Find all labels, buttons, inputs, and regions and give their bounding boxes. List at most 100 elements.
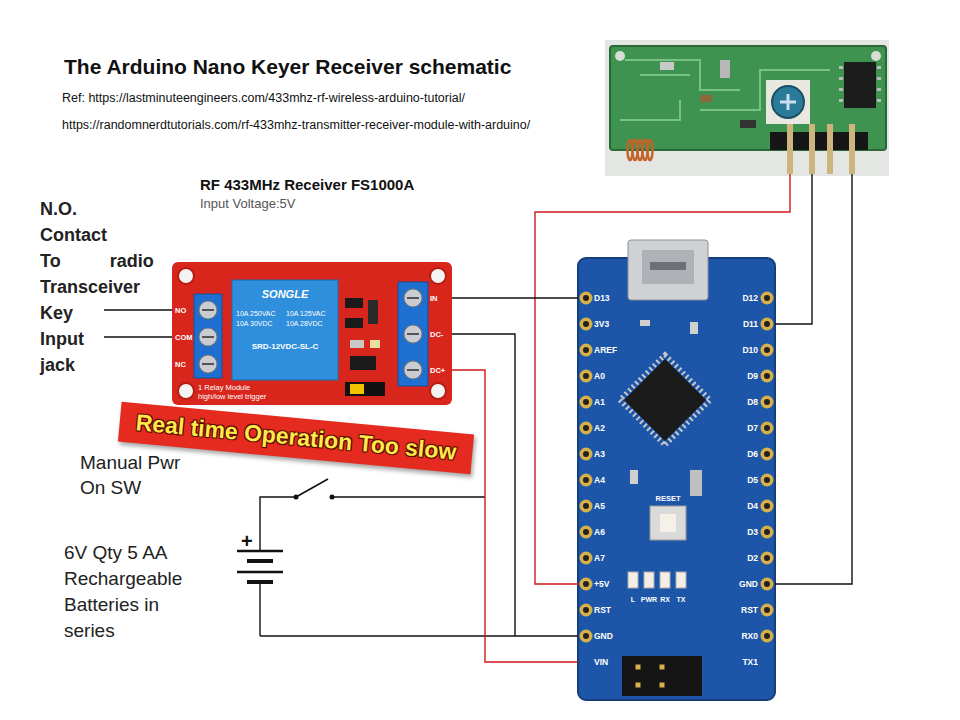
arduino-nano-art <box>578 240 775 700</box>
arduino-nano-art <box>583 298 589 662</box>
hookup-wires <box>104 174 852 636</box>
rf-receiver-module <box>610 46 886 150</box>
rf-receiver-module <box>827 124 833 174</box>
hookup-wires <box>775 174 812 324</box>
antenna-coil <box>648 140 653 160</box>
relay-module-art <box>194 294 222 378</box>
rf-receiver-module <box>740 120 756 128</box>
rf-receiver-module <box>772 86 804 118</box>
arduino-nano-art <box>660 572 670 588</box>
pin-label: VIN <box>594 657 608 667</box>
pin-label: D10 <box>722 345 758 355</box>
pin-label: D4 <box>722 501 758 511</box>
relay-module-art <box>368 300 378 324</box>
relay-module-art <box>345 298 363 308</box>
power-switch-symbol <box>294 495 299 500</box>
arduino-nano-art <box>640 320 650 326</box>
battery-symbol <box>237 571 283 574</box>
battery-symbol <box>247 580 273 584</box>
arduino-nano-art <box>578 258 775 700</box>
pin-label: D3 <box>722 527 758 537</box>
arduino-nano-art <box>622 656 702 696</box>
pin-label: D5 <box>722 475 758 485</box>
arduino-nano-art <box>628 572 638 588</box>
arduino-nano-board: D133V3AREFA0A1A2A3A4A5A6A7+5VRSTGNDVIND1… <box>578 258 775 700</box>
module-note: Input Voltage:5V <box>200 196 295 212</box>
battery-symbol <box>247 559 273 563</box>
relay-module-art <box>350 356 376 370</box>
connector-line <box>452 370 578 662</box>
contact-note: N.O. Contact To radio Transceiver Key In… <box>40 196 158 378</box>
rf-receiver-module <box>660 62 674 70</box>
module-silkscreen: high/low level trigger <box>198 392 266 401</box>
hookup-wires <box>104 310 172 337</box>
arduino-nano-art <box>638 683 686 688</box>
hookup-wires <box>260 497 485 636</box>
rf-receiver-module <box>809 124 815 174</box>
relay-rating: 10A 28VDC <box>286 320 323 328</box>
microcontroller-chip <box>620 355 711 446</box>
connector-line <box>452 297 578 298</box>
hookup-wires <box>775 174 852 584</box>
hookup-wires <box>535 174 790 584</box>
pin-label: RST <box>722 605 758 615</box>
arduino-nano-art <box>761 298 774 662</box>
rf-receiver-module <box>605 40 889 176</box>
arduino-nano-art <box>650 506 686 540</box>
relay-module-art <box>345 318 363 328</box>
led-label: L <box>622 596 644 604</box>
relay-rating: 10A 125VAC <box>286 310 326 318</box>
rf-receiver-module <box>615 51 625 61</box>
pin-label: D6 <box>722 449 758 459</box>
pin-label: GND <box>594 631 613 641</box>
relay-brand: SONGLE <box>232 288 338 301</box>
relay-module-art <box>350 340 364 348</box>
led-label: PWR <box>638 596 660 604</box>
arduino-nano-art <box>650 262 686 270</box>
pin-label: D12 <box>722 293 758 303</box>
pin-label: D9 <box>722 371 758 381</box>
relay-module-art <box>345 382 385 396</box>
hookup-wires <box>260 635 515 636</box>
pin-label: RX0 <box>722 631 758 641</box>
relay-module-art <box>430 383 446 399</box>
terminal-label: DC+ <box>430 366 445 375</box>
relay-module-art <box>178 268 194 284</box>
rf-receiver-module <box>844 62 876 108</box>
terminal-label: NO <box>175 306 186 315</box>
rf-receiver-module <box>720 60 730 78</box>
rf-receiver-module <box>877 66 881 106</box>
arduino-nano-art <box>644 572 654 588</box>
connector <box>452 334 578 636</box>
button-label: RESET <box>644 494 692 503</box>
arduino-nano-art <box>764 298 770 662</box>
pin-label: A6 <box>594 527 605 537</box>
arduino-nano-art <box>580 298 593 662</box>
pin-label: A2 <box>594 423 605 433</box>
relay-module-art <box>172 262 452 405</box>
led-label: RX <box>654 596 676 604</box>
terminal-label: COM <box>175 333 193 342</box>
reference-link: https://randomnerdtutorials.com/rf-433mh… <box>62 117 582 134</box>
connector-line <box>452 334 578 636</box>
microcontroller-chip <box>620 355 711 446</box>
pin-label: A0 <box>594 371 605 381</box>
pin-label: D2 <box>722 553 758 563</box>
terminal-label: DC- <box>430 330 443 339</box>
rf-receiver-module <box>849 124 855 174</box>
module-name: RF 433MHz Receiver FS1000A <box>200 176 414 194</box>
pin-label: A4 <box>594 475 605 485</box>
antenna-coil <box>628 140 653 160</box>
arduino-nano-art <box>690 322 698 334</box>
pin-label: D11 <box>722 319 758 329</box>
arduino-nano-art <box>638 665 686 670</box>
relay-module: NOCOMNCSONGLE10A 250VAC10A 125VAC10A 30V… <box>172 262 452 405</box>
rf-receiver-module <box>839 66 843 106</box>
power-switch-symbol <box>330 495 335 500</box>
polarity-sign: + <box>241 529 253 553</box>
arduino-nano-art <box>628 240 708 300</box>
microcontroller-chip <box>624 359 706 441</box>
relay-module-art <box>178 383 194 399</box>
arduino-nano-art <box>642 250 694 284</box>
